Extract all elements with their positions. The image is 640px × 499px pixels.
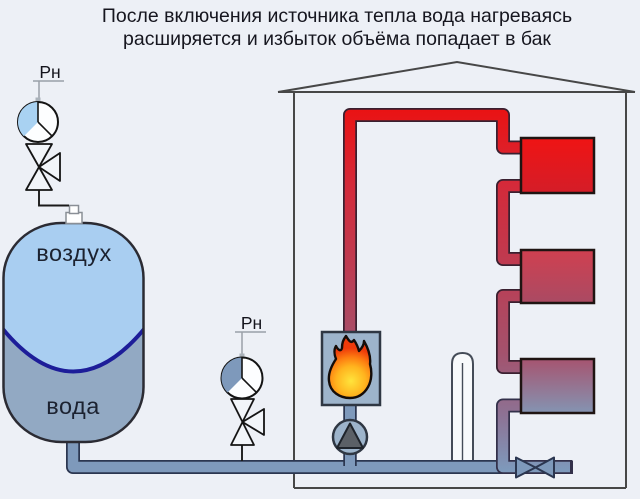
tank-air-label: воздух [36, 240, 112, 266]
gauge-stem [239, 353, 245, 358]
gauge-needle [37, 121, 53, 137]
expansion-tank: воздух вода [2, 204, 145, 444]
boiler [320, 330, 382, 407]
rad1-rad2-link [497, 180, 523, 265]
circulation-pump [331, 418, 369, 456]
tank-membrane [3, 326, 144, 374]
radiator-1 [519, 136, 596, 195]
roof-line [277, 60, 636, 93]
radiator-2 [519, 248, 596, 305]
pipe-network [66, 108, 573, 474]
return-pipe [67, 436, 503, 473]
radiator-3 [519, 357, 596, 415]
title-line-1: После включения источника тепла вода наг… [101, 5, 573, 27]
tank-gauge-connector [38, 190, 69, 207]
radiators [519, 136, 596, 415]
house-outline [277, 60, 636, 489]
title-line-2: расширяется и избыток объёма попадает в … [123, 28, 551, 50]
supply-pipe [344, 109, 523, 336]
system-valve-stem [241, 408, 265, 436]
tank-valve-stem [38, 152, 61, 182]
gauge-stem [35, 97, 41, 102]
tank-gauge-label: Рн [39, 62, 60, 82]
gauge-water-sector [221, 357, 242, 393]
pump-impeller-icon [336, 422, 364, 449]
tank-water-label: вода [46, 393, 100, 419]
drain-valve [515, 456, 555, 479]
system-gauge-assembly: Рн [220, 313, 266, 461]
tank-nipple [68, 204, 80, 215]
gauge-needle [241, 377, 258, 394]
gauge-air-sector [17, 101, 38, 137]
system-gauge-label: Рн [241, 313, 262, 333]
flame-icon [327, 334, 373, 400]
rad2-rad3-link [497, 290, 523, 373]
rad3-return [497, 400, 572, 473]
rad3-return-outline [496, 398, 572, 474]
standpipe [451, 351, 474, 467]
diagram-title: После включения источника тепла вода наг… [0, 5, 640, 51]
tank-gauge-assembly: Рн [17, 62, 69, 207]
